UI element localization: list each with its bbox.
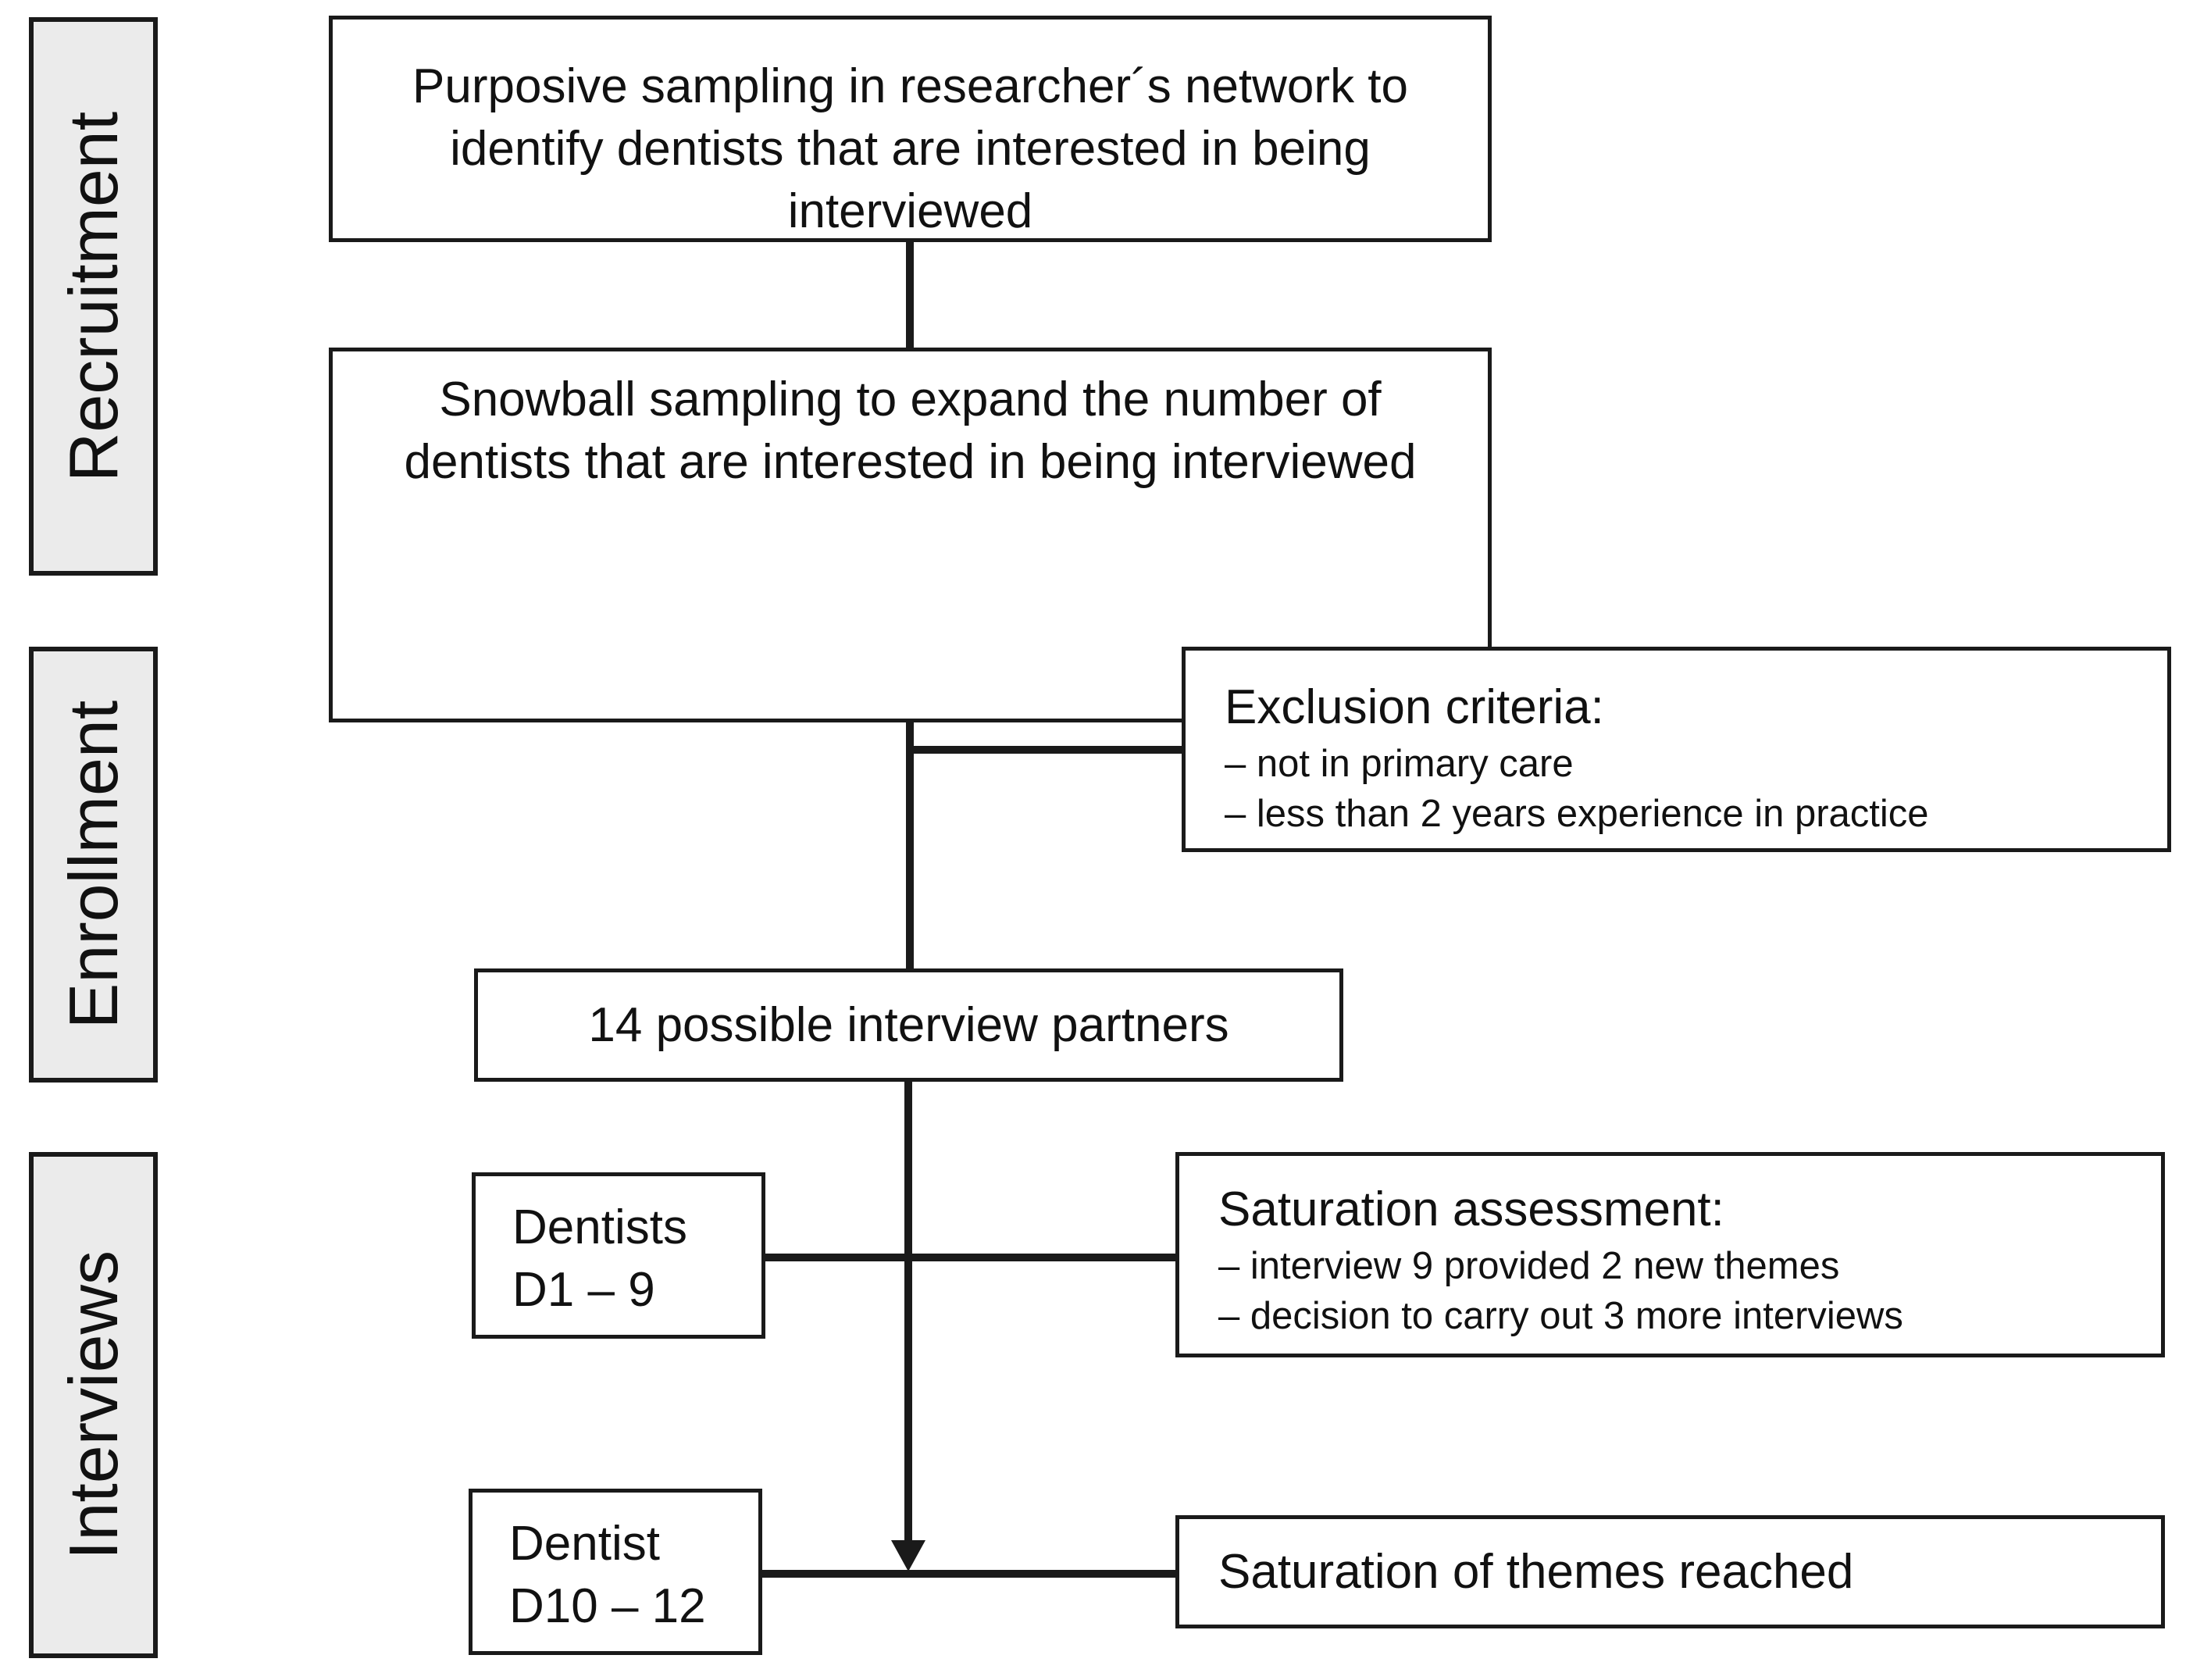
purposive-sampling-line-1: Purposive sampling in researcher´s netwo… [412, 59, 1408, 113]
dentist-d10-12-box: Dentist D10 – 12 [469, 1489, 762, 1655]
dentists-d1-9-line-2: D1 – 9 [512, 1263, 655, 1317]
exclusion-criteria-title: Exclusion criteria: [1225, 680, 1604, 734]
phase-recruitment-label: Recruitment [54, 111, 132, 482]
phase-enrollment: Enrollment [29, 647, 158, 1083]
saturation-assessment-title: Saturation assessment: [1218, 1182, 1724, 1236]
exclusion-criteria-item: – not in primary care [1225, 743, 1574, 785]
dentist-d10-12-line-2: D10 – 12 [509, 1579, 706, 1633]
possible-partners-box: 14 possible interview partners [474, 968, 1343, 1082]
purposive-sampling-box: Purposive sampling in researcher´s netwo… [329, 16, 1492, 242]
phase-interviews-label: Interviews [54, 1250, 132, 1561]
exclusion-criteria-box: Exclusion criteria: – not in primary car… [1182, 647, 2171, 852]
purposive-sampling-line-2: identify dentists that are interested in… [450, 122, 1371, 176]
snowball-sampling-text: Snowball sampling to expand the number o… [329, 369, 1492, 494]
saturation-assessment-item: – interview 9 provided 2 new themes [1218, 1245, 1840, 1287]
saturation-reached-box: Saturation of themes reached [1175, 1515, 2165, 1628]
saturation-assessment-box: Saturation assessment: – interview 9 pro… [1175, 1152, 2165, 1357]
dentists-d1-9-box: Dentists D1 – 9 [472, 1172, 765, 1339]
dentists-d1-9-line-1: Dentists [512, 1200, 687, 1254]
saturation-reached-label: Saturation of themes reached [1218, 1544, 1854, 1599]
possible-partners-label: 14 possible interview partners [588, 997, 1229, 1052]
purposive-sampling-line-3: interviewed [787, 184, 1033, 238]
arrowhead [891, 1540, 925, 1571]
snowball-sampling-line-2: dentists that are interested in being in… [404, 435, 1417, 489]
exclusion-criteria-item: – less than 2 years experience in practi… [1225, 793, 1929, 835]
snowball-sampling-line-1: Snowball sampling to expand the number o… [439, 373, 1382, 426]
phase-recruitment: Recruitment [29, 17, 158, 576]
saturation-assessment-item: – decision to carry out 3 more interview… [1218, 1295, 1903, 1337]
phase-enrollment-label: Enrollment [54, 700, 132, 1029]
dentist-d10-12-line-1: Dentist [509, 1517, 660, 1571]
phase-interviews: Interviews [29, 1152, 158, 1658]
